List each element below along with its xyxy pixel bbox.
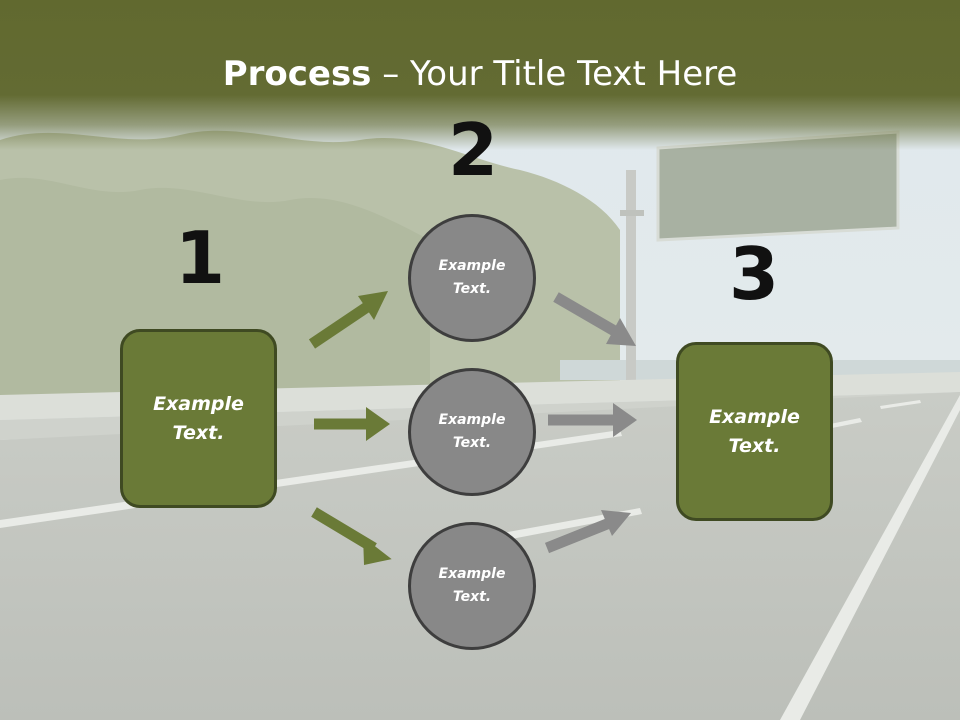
start-box-text: Example Text. bbox=[153, 392, 244, 444]
step-number-1: 1 bbox=[174, 216, 226, 300]
slide-title: Process – Your Title Text Here bbox=[0, 52, 960, 96]
gray-arrow-up bbox=[544, 510, 631, 554]
step-circle-bottom[interactable]: Example Text. bbox=[408, 522, 536, 650]
step-number-3: 3 bbox=[728, 232, 780, 316]
circle-bottom-text: Example Text. bbox=[438, 566, 506, 605]
green-arrow-right bbox=[314, 407, 390, 441]
green-arrow-down bbox=[311, 507, 392, 566]
circle-top-text: Example Text. bbox=[438, 258, 506, 297]
title-banner bbox=[0, 0, 960, 150]
start-box[interactable]: Example Text. bbox=[120, 329, 277, 508]
circle-middle-text: Example Text. bbox=[438, 412, 506, 451]
title-bold-word: Process bbox=[222, 54, 372, 94]
step-number-2: 2 bbox=[447, 108, 499, 192]
gray-arrow-down bbox=[553, 292, 636, 346]
gray-arrow-right bbox=[548, 403, 637, 437]
title-rest: – Your Title Text Here bbox=[371, 54, 738, 94]
step-circle-middle[interactable]: Example Text. bbox=[408, 368, 536, 496]
step-circle-top[interactable]: Example Text. bbox=[408, 214, 536, 342]
end-box[interactable]: Example Text. bbox=[676, 342, 833, 521]
end-box-text: Example Text. bbox=[709, 405, 800, 457]
green-arrow-up bbox=[308, 291, 388, 349]
